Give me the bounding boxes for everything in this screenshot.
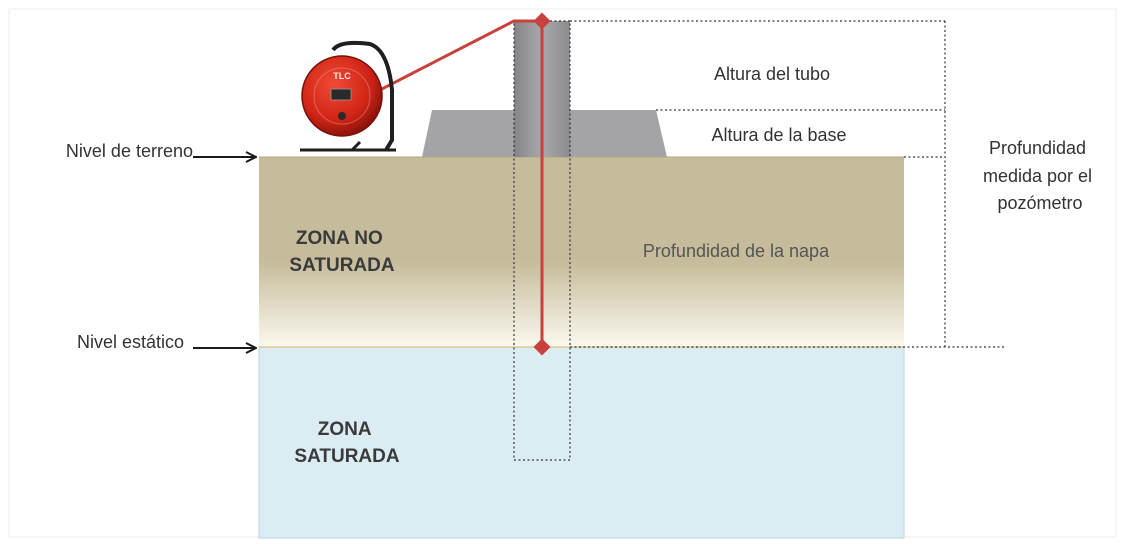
unsaturated-zone-line-1: ZONA NO	[296, 228, 383, 249]
saturated-zone-line-2: SATURADA	[294, 446, 399, 467]
ground-level-label: Nivel de terreno	[66, 141, 193, 161]
unsaturated-zone-label: ZONA NO SATURADA	[289, 228, 394, 276]
water-level-meter-icon: TLC	[300, 40, 396, 152]
measured-depth-line-1: Profundidad	[989, 138, 1086, 158]
tape-top-marker	[533, 12, 551, 30]
device-label: TLC	[333, 71, 351, 81]
unsaturated-zone-area	[259, 157, 904, 347]
saturated-zone-area	[258, 346, 905, 539]
base-height-label: Altura de la base	[711, 125, 846, 145]
probe-marker	[533, 338, 551, 356]
unsaturated-zone-line-2: SATURADA	[289, 255, 394, 276]
water-table-depth-label: Profundidad de la napa	[643, 241, 830, 261]
static-level-label: Nivel estático	[77, 332, 184, 352]
measured-depth-line-3: pozómetro	[997, 193, 1082, 213]
saturated-zone-label: ZONA SATURADA	[294, 419, 399, 467]
measured-depth-label: Profundidad medida por el pozómetro	[983, 138, 1097, 213]
measuring-tape	[379, 19, 544, 347]
measured-depth-line-2: medida por el	[983, 166, 1092, 186]
saturated-zone-line-1: ZONA	[318, 419, 372, 440]
tube-height-label: Altura del tubo	[714, 64, 830, 84]
